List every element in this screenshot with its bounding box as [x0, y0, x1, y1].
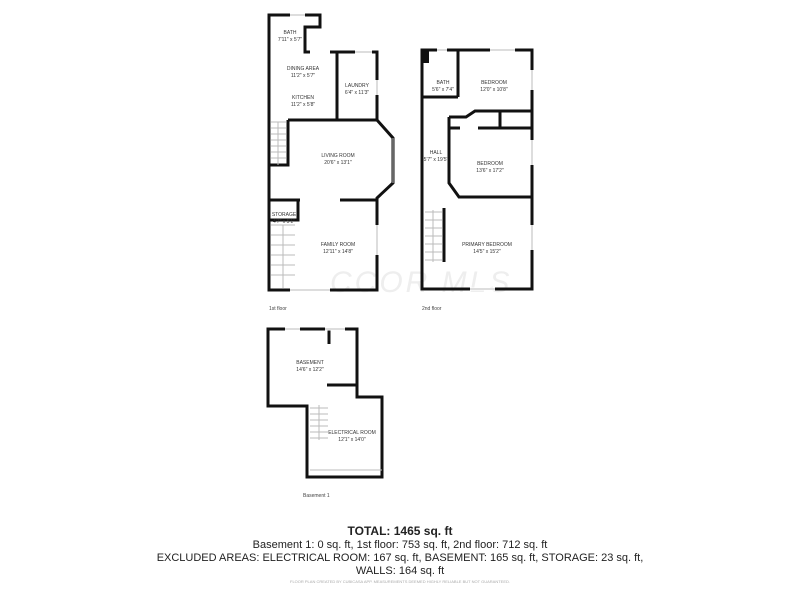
room-name: HALL: [429, 150, 443, 156]
room-dims: 14'5" x 15'2": [473, 249, 501, 255]
room-name: BATH: [436, 80, 450, 86]
room-dims: 6'4" x 11'3": [344, 90, 370, 96]
room-dims: 5'7" x 19'5": [423, 157, 449, 163]
room-dims: 12'0" x 10'8": [480, 87, 508, 93]
room-name: BEDROOM: [481, 80, 507, 86]
room-name: DINING AREA: [286, 66, 320, 72]
basement-outline: [266, 327, 384, 479]
room-name: BASEMENT: [296, 360, 324, 366]
room-name: LAUNDRY: [345, 83, 369, 89]
credit-note: FLOOR PLAN CREATED BY CUBICASA APP. MEAS…: [290, 579, 510, 584]
excluded-areas: EXCLUDED AREAS: ELECTRICAL ROOM: 167 sq.…: [156, 552, 644, 564]
room-dims: 14'6" x 12'2": [296, 367, 324, 373]
room-dims: 12'11" x 14'8": [323, 249, 353, 255]
room-name: BATH: [283, 30, 297, 36]
room-name: LIVING ROOM: [321, 153, 355, 159]
windows: [285, 14, 533, 471]
room-name: STORAGE: [271, 212, 297, 218]
room-dims: 4'7" x 5'1": [273, 219, 295, 225]
room-name: KITCHEN: [292, 95, 314, 101]
floor-label-1st: 1st floor: [269, 306, 287, 312]
room-dims: 5'6" x 7'4": [432, 87, 454, 93]
floor-areas: Basement 1: 0 sq. ft, 1st floor: 753 sq.…: [252, 539, 548, 551]
watermark: CCOR MLS: [330, 266, 513, 299]
second-floor-walls: [422, 50, 532, 262]
room-dims: 12'1" x 14'0": [338, 437, 366, 443]
room-name: BEDROOM: [477, 161, 503, 167]
room-name: FAMILY ROOM: [320, 242, 356, 248]
chimney: [423, 51, 429, 63]
room-dims: 11'2" x 5'7": [290, 73, 316, 79]
room-name: PRIMARY BEDROOM: [462, 242, 512, 248]
first-floor-walls: [269, 52, 377, 222]
walls-area: WALLS: 164 sq. ft: [355, 565, 445, 577]
room-dims: 7'11" x 5'7": [277, 37, 303, 43]
basement-walls: [327, 329, 357, 387]
room-dims: 11'2" x 5'8": [290, 102, 316, 108]
floor-label-2nd: 2nd floor: [422, 306, 442, 312]
room-name: ELECTRICAL ROOM: [328, 430, 376, 436]
total-area: TOTAL: 1465 sq. ft: [347, 524, 453, 538]
floor-label-basement: Basement 1: [303, 493, 330, 499]
stairs: [271, 121, 442, 440]
room-dims: 13'6" x 17'2": [476, 168, 504, 174]
room-dims: 20'6" x 13'1": [324, 160, 352, 166]
